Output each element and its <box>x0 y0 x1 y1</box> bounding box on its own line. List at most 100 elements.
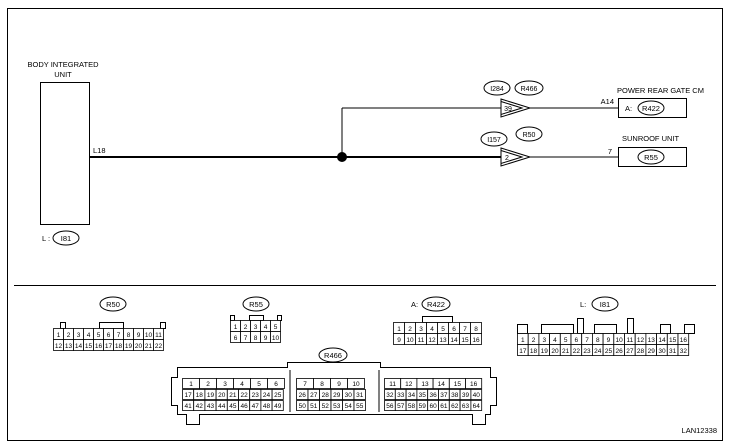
pin-cell <box>677 344 690 356</box>
i81-tab-2 <box>541 324 574 334</box>
pin-label: 52 <box>322 403 330 410</box>
pin-label: 63 <box>462 403 470 410</box>
body-unit-label-1: BODY INTEGRATED <box>28 60 100 69</box>
pin-label: 28 <box>637 348 645 355</box>
pin-cell <box>470 389 483 400</box>
pin-label: 1 <box>521 337 525 344</box>
rear-gate-connector-prefix: A: <box>625 104 632 113</box>
pin-label: 15 <box>85 343 93 350</box>
pin-label: 3 <box>223 381 227 388</box>
pin-label: 10 <box>145 332 153 339</box>
pin-label: 42 <box>196 403 204 410</box>
pin-label: 7 <box>303 381 307 388</box>
pin-cell <box>270 331 281 343</box>
pin-label: 14 <box>75 343 83 350</box>
pin-label: 64 <box>473 403 481 410</box>
i81-tab-5 <box>627 318 634 334</box>
pin-label: 22 <box>573 348 581 355</box>
pin-label: 6 <box>234 335 238 342</box>
body-unit-label-2: UNIT <box>54 70 72 79</box>
pin-cell <box>353 400 366 411</box>
r50-tab-right <box>160 322 166 329</box>
pin-label: 22 <box>155 343 163 350</box>
pin-label: 7 <box>463 326 467 333</box>
jc2-left-id: I157 <box>487 137 501 144</box>
r422-tab-mid <box>422 316 453 323</box>
pin-label: 28 <box>322 392 330 399</box>
pin-label: 17 <box>105 343 113 350</box>
sunroof-unit: SUNROOF UNIT 7 R55 <box>608 134 687 167</box>
pin-label: 12 <box>405 381 413 388</box>
pin-label: 1 <box>189 381 193 388</box>
pin-label: 47 <box>252 403 260 410</box>
pin-label: 2 <box>244 324 248 331</box>
pin-label: 16 <box>680 337 688 344</box>
pin-label: 13 <box>648 337 656 344</box>
pin-label: 4 <box>553 337 557 344</box>
pin-label: 9 <box>397 337 401 344</box>
pin-label: 61 <box>440 403 448 410</box>
pin-label: 5 <box>441 326 445 333</box>
jc2-right-id: R50 <box>523 132 536 139</box>
pin-label: 21 <box>562 348 570 355</box>
pin-label: 2 <box>408 326 412 333</box>
pin-label: 11 <box>389 381 396 388</box>
sunroof-label: SUNROOF UNIT <box>622 134 680 143</box>
r50-title-oval <box>99 296 127 312</box>
pin-label: 1 <box>234 324 238 331</box>
pin-label: 8 <box>596 337 600 344</box>
pin-cell <box>353 389 366 400</box>
pin-label: 37 <box>440 392 448 399</box>
pin-label: 3 <box>542 337 546 344</box>
jc2-left-oval <box>480 131 508 147</box>
pin-label: 22 <box>240 392 248 399</box>
pin-label: 19 <box>207 392 215 399</box>
r55-tab-mid <box>249 315 264 321</box>
jc2-pin: 2 <box>505 155 509 162</box>
jc1-right-oval <box>514 80 544 96</box>
pin-label: 26 <box>299 392 307 399</box>
pin-label: 3 <box>77 332 81 339</box>
pin-label: 4 <box>87 332 91 339</box>
pin-label: 54 <box>345 403 353 410</box>
pin-label: 12 <box>428 337 436 344</box>
i81-prefix: L: <box>580 300 586 309</box>
pin-label: 33 <box>397 392 405 399</box>
pin-label: 19 <box>125 343 133 350</box>
jc1-pin: 39 <box>504 106 512 113</box>
jc2-arrow-inner <box>500 149 524 165</box>
pin-label: 7 <box>117 332 121 339</box>
pin-cell <box>271 389 284 400</box>
pin-label: 13 <box>439 337 447 344</box>
pin-label: 35 <box>419 392 427 399</box>
pin-label: 59 <box>419 403 427 410</box>
pin-label: 31 <box>669 348 677 355</box>
pin-cell <box>267 378 285 389</box>
i81-title-oval <box>591 296 619 312</box>
pin-label: 30 <box>658 348 666 355</box>
jc1-arrow-inner <box>500 100 524 116</box>
pin-label: 3 <box>419 326 423 333</box>
body-integrated-unit: BODY INTEGRATED UNIT L : I81 <box>28 60 100 246</box>
pin-label: 43 <box>207 403 215 410</box>
pin-label: 1 <box>57 332 61 339</box>
sunroof-connector-oval <box>637 149 665 165</box>
pin-label: 23 <box>583 348 591 355</box>
pin-label: 6 <box>274 381 278 388</box>
pin-label: 30 <box>345 392 353 399</box>
pin-label: 49 <box>274 403 282 410</box>
pin-label: 9 <box>337 381 341 388</box>
pin-label: 62 <box>451 403 459 410</box>
pin-label: 32 <box>680 348 688 355</box>
jc1-left-id: I284 <box>490 86 504 93</box>
pin-label: 39 <box>462 392 470 399</box>
pin-label: 5 <box>97 332 101 339</box>
pin-label: 10 <box>616 337 624 344</box>
